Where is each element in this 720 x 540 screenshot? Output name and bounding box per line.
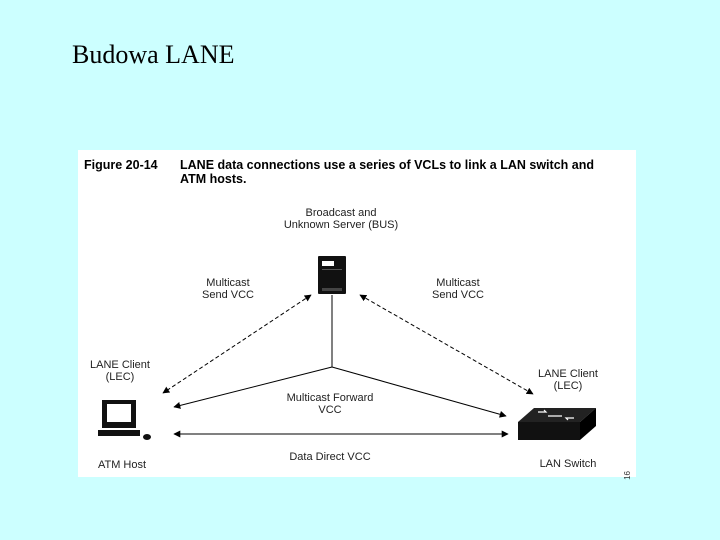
- server-icon: [318, 256, 346, 294]
- atm-host-label: ATM Host: [97, 459, 147, 471]
- figure-caption: LANE data connections use a series of VC…: [180, 158, 594, 186]
- figure-code: 16: [623, 471, 632, 480]
- multicast-forward-label: Multicast Forward VCC: [286, 392, 374, 416]
- multicast-forward-right: [331, 366, 507, 418]
- diagram-canvas: [98, 256, 596, 440]
- lec-left-label: LANE Client (LEC): [90, 359, 150, 383]
- multicast-send-right-line: [359, 294, 534, 395]
- lec-right-label: LANE Client (LEC): [538, 368, 598, 392]
- multicast-send-left-line: [162, 294, 312, 394]
- slide-title: Budowa LANE: [72, 40, 235, 69]
- lan-switch-label: LAN Switch: [539, 458, 597, 470]
- multicast-send-left-label: Multicast Send VCC: [202, 277, 254, 301]
- multicast-send-right-label: Multicast Send VCC: [432, 277, 484, 301]
- bus-label: Broadcast and Unknown Server (BUS): [283, 207, 399, 231]
- multicast-forward-left: [173, 366, 333, 409]
- figure-number: Figure 20-14: [84, 158, 158, 172]
- lane-diagram-figure: Figure 20-14 LANE data connections use a…: [78, 150, 636, 480]
- workstation-icon: [98, 400, 151, 440]
- data-direct-label: Data Direct VCC: [289, 451, 371, 463]
- lan-switch-icon: [518, 408, 596, 440]
